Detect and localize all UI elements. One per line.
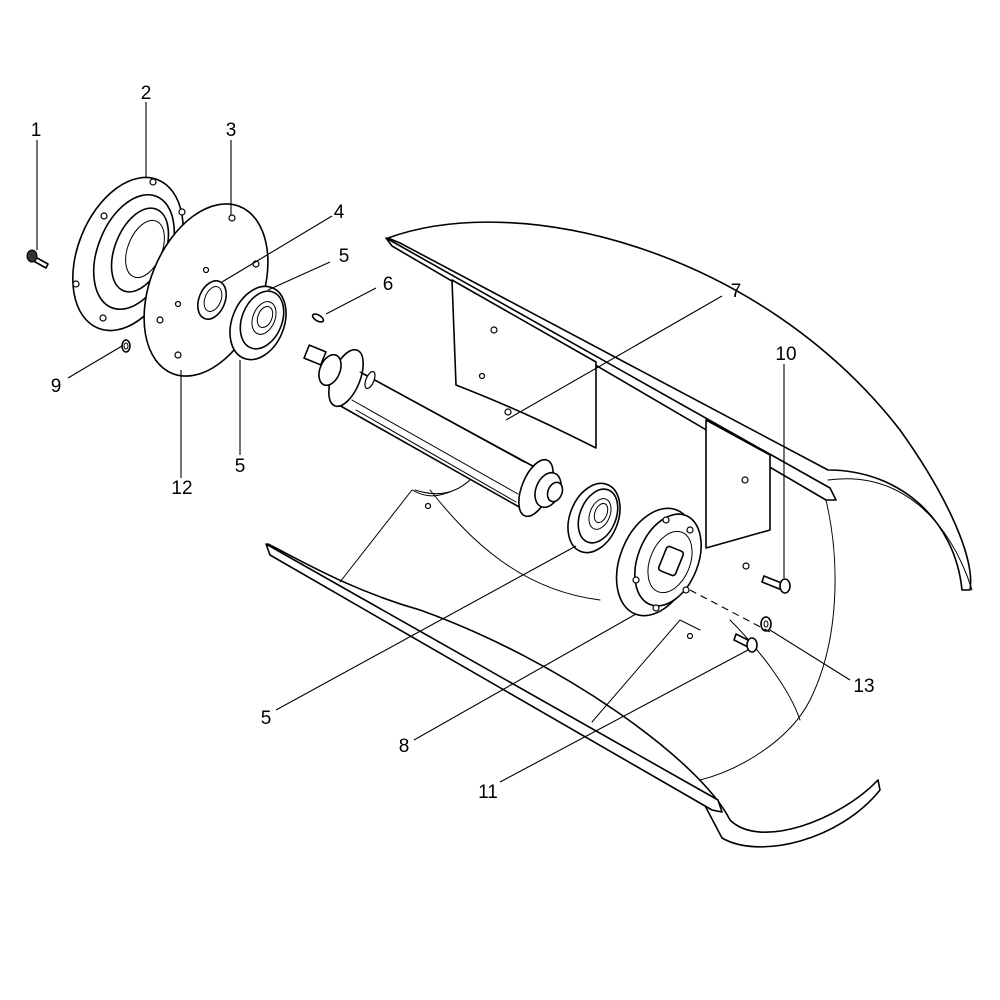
callout-3: 3 (226, 120, 237, 141)
key-pin (311, 313, 325, 323)
callout-11: 11 (478, 782, 498, 803)
callout-4: 4 (334, 202, 345, 223)
bearing-left (229, 285, 287, 361)
drum-housing (265, 221, 973, 848)
callout-10: 10 (775, 344, 796, 365)
callout-5-upper: 5 (339, 246, 350, 267)
callout-9: 9 (51, 376, 62, 397)
leader-lines (36, 102, 851, 783)
assembly-axis-line (689, 589, 771, 633)
callout-2: 2 (141, 83, 152, 104)
callout-13: 13 (853, 676, 874, 697)
bolt-11 (733, 633, 758, 653)
callout-1: 1 (31, 120, 42, 141)
callout-8: 8 (399, 736, 410, 757)
bearing-right (567, 482, 621, 554)
washer-13 (760, 616, 772, 632)
rotor-shaft (303, 344, 564, 518)
washer-9 (121, 339, 131, 353)
callout-5-lower: 5 (235, 456, 246, 477)
seal-ring (197, 280, 227, 320)
callout-7: 7 (731, 281, 742, 302)
callout-5-bottom: 5 (261, 708, 272, 729)
callout-12: 12 (171, 478, 192, 499)
bolt-10 (761, 575, 791, 594)
bearing-housing-right (615, 507, 702, 617)
callout-6: 6 (383, 274, 394, 295)
bolt-1 (26, 249, 49, 269)
